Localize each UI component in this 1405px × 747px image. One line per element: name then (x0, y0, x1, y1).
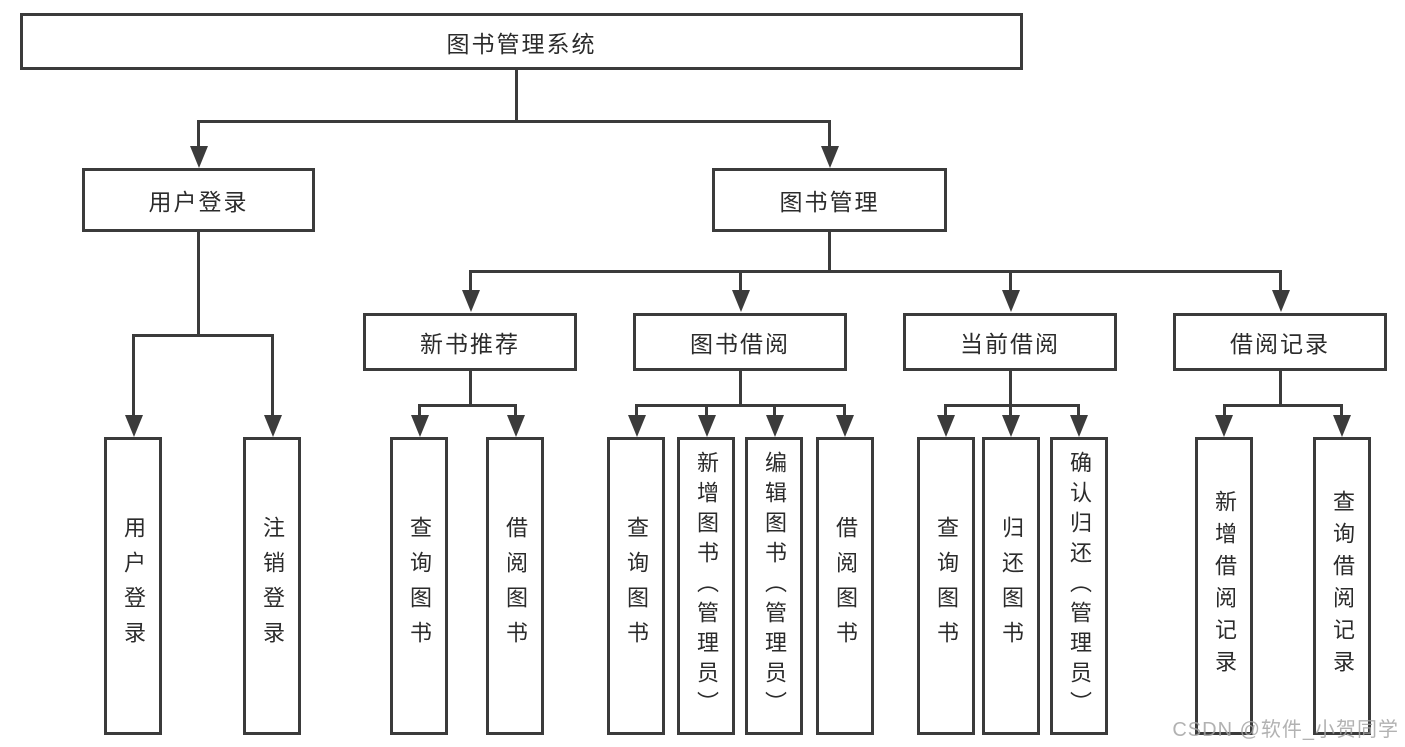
arrow-head (766, 415, 784, 437)
connector-line (773, 404, 776, 417)
leaf-borrow-books: 借阅图书 (816, 437, 874, 735)
arrow-head (836, 415, 854, 437)
leaf-confirm-return-admin: 确认归还（管理员） (1050, 437, 1108, 735)
arrow-head (125, 415, 143, 437)
node-section-new-books: 新书推荐 (363, 313, 577, 371)
connector-line (635, 404, 638, 417)
connector-line (1223, 404, 1226, 417)
arrow-head (462, 290, 480, 312)
leaf-label: 用户登录 (121, 516, 146, 656)
arrow-head (1002, 290, 1020, 312)
leaf-label: 查询图书 (407, 516, 432, 656)
arrow-head (732, 290, 750, 312)
section-label: 新书推荐 (420, 331, 520, 357)
leaf-query-borrow-record: 查询借阅记录 (1313, 437, 1371, 735)
connector-line (739, 270, 742, 292)
connector-line (1279, 270, 1282, 292)
connector-line (197, 120, 200, 148)
node-root-label: 图书管理系统 (446, 30, 597, 57)
connector-line (469, 369, 472, 407)
connector-line (828, 230, 831, 273)
leaf-label: 查询借阅记录 (1330, 490, 1355, 682)
connector-line (1223, 404, 1343, 407)
connector-line (515, 67, 518, 123)
leaf-label: 查询图书 (624, 516, 649, 656)
leaf-label: 归还图书 (999, 516, 1024, 656)
arrow-head (628, 415, 646, 437)
arrow-head (1070, 415, 1088, 437)
arrow-head (1215, 415, 1233, 437)
node-section-current-borrow: 当前借阅 (903, 313, 1117, 371)
connector-line (418, 404, 421, 417)
leaf-label: 查询图书 (934, 516, 959, 656)
connector-line (828, 120, 831, 148)
connector-line (469, 270, 472, 292)
leaf-label: 新增图书（管理员） (694, 451, 719, 721)
connector-line (271, 334, 274, 417)
connector-line (944, 404, 947, 417)
connector-line (469, 270, 1282, 273)
connector-line (843, 404, 846, 417)
leaf-label: 确认归还（管理员） (1067, 451, 1092, 721)
connector-line (1279, 369, 1282, 407)
leaf-label: 注销登录 (260, 516, 285, 656)
leaf-borrow-books-recommend: 借阅图书 (486, 437, 544, 735)
section-label: 图书借阅 (690, 331, 790, 357)
arrow-head (1333, 415, 1351, 437)
node-book-mgmt-label: 图书管理 (779, 189, 880, 215)
watermark: CSDN @软件_小贺同学 (1172, 719, 1399, 741)
leaf-label: 借阅图书 (503, 516, 528, 656)
node-section-book-borrow: 图书借阅 (633, 313, 847, 371)
leaf-label: 编辑图书（管理员） (762, 451, 787, 721)
connector-line (1009, 270, 1012, 292)
leaf-label: 新增借阅记录 (1212, 490, 1237, 682)
connector-line (635, 404, 846, 407)
connector-line (418, 404, 517, 407)
connector-line (739, 369, 742, 407)
arrow-head (411, 415, 429, 437)
connector-line (1077, 404, 1080, 417)
node-user-login-label: 用户登录 (148, 189, 249, 215)
connector-line (197, 230, 200, 337)
connector-line (132, 334, 274, 337)
node-section-borrow-records: 借阅记录 (1173, 313, 1387, 371)
leaf-query-books-recommend: 查询图书 (390, 437, 448, 735)
leaf-return-book: 归还图书 (982, 437, 1040, 735)
node-user-login: 用户登录 (82, 168, 315, 232)
arrow-head (507, 415, 525, 437)
arrow-head (190, 146, 208, 168)
connector-line (1009, 404, 1012, 417)
connector-line (705, 404, 708, 417)
leaf-logout: 注销登录 (243, 437, 301, 735)
arrow-head (821, 146, 839, 168)
leaf-query-books-current: 查询图书 (917, 437, 975, 735)
node-book-mgmt: 图书管理 (712, 168, 947, 232)
connector-line (944, 404, 1080, 407)
leaf-user-login: 用户登录 (104, 437, 162, 735)
node-root: 图书管理系统 (20, 13, 1023, 70)
arrow-head (1002, 415, 1020, 437)
arrow-head (1272, 290, 1290, 312)
connector-line (197, 120, 831, 123)
arrow-head (937, 415, 955, 437)
leaf-edit-book-admin: 编辑图书（管理员） (745, 437, 803, 735)
connector-line (132, 334, 135, 417)
connector-line (1340, 404, 1343, 417)
connector-line (1009, 369, 1012, 407)
leaf-add-book-admin: 新增图书（管理员） (677, 437, 735, 735)
arrow-head (264, 415, 282, 437)
leaf-add-borrow-record: 新增借阅记录 (1195, 437, 1253, 735)
section-label: 当前借阅 (960, 331, 1060, 357)
leaf-query-books-borrow: 查询图书 (607, 437, 665, 735)
section-label: 借阅记录 (1230, 331, 1330, 357)
connector-line (514, 404, 517, 417)
leaf-label: 借阅图书 (833, 516, 858, 656)
arrow-head (698, 415, 716, 437)
